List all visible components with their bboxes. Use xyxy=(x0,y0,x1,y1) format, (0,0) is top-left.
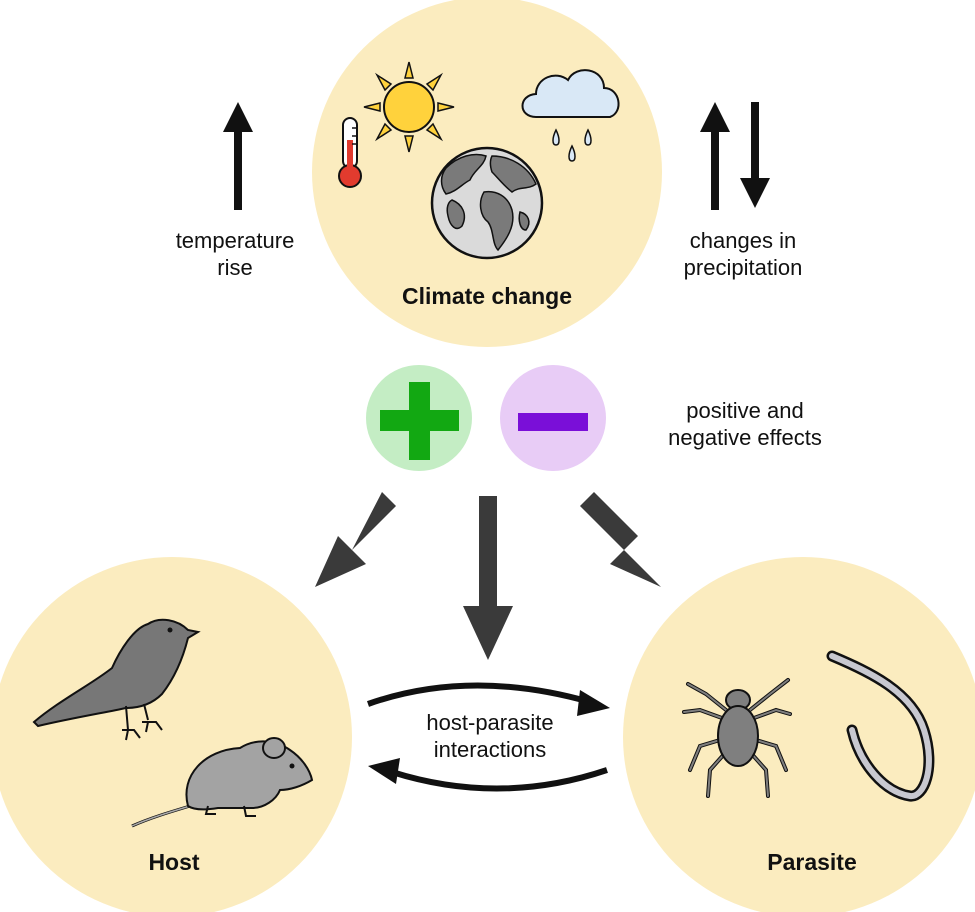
negative-effect-icon xyxy=(500,365,606,471)
effects-label: positive and negative effects xyxy=(640,397,850,451)
rain-cloud-icon xyxy=(521,69,620,162)
temperature-up-arrow-icon xyxy=(223,102,253,210)
precipitation-label: changes in precipitation xyxy=(658,227,828,281)
climate-change-title: Climate change xyxy=(367,283,607,310)
worm-icon xyxy=(826,650,935,802)
precipitation-label-line-1: changes in xyxy=(689,228,797,253)
interactions-label-line-1: host-parasite xyxy=(426,710,554,735)
effects-label-line-2: negative effects xyxy=(668,425,822,450)
arrow-to-interactions-icon xyxy=(463,496,513,660)
temperature-label: temperature rise xyxy=(150,227,320,281)
arrow-to-parasite-icon xyxy=(580,492,661,587)
temperature-label-line-1: temperature xyxy=(175,228,295,253)
host-title-text: Host xyxy=(148,849,200,875)
host-title: Host xyxy=(114,849,234,876)
mouse-icon xyxy=(131,737,314,828)
interactions-label: host-parasite interactions xyxy=(395,709,585,763)
parasite-title: Parasite xyxy=(742,849,882,876)
effects-label-line-1: positive and xyxy=(686,398,804,423)
arrow-to-host-icon xyxy=(315,492,396,587)
precipitation-up-down-arrows-icon xyxy=(700,102,770,210)
interactions-label-line-2: interactions xyxy=(433,737,547,762)
parasite-circle xyxy=(623,557,975,912)
parasite-title-text: Parasite xyxy=(767,849,857,875)
sun-icon xyxy=(363,61,455,153)
tick-icon xyxy=(682,678,792,798)
earth-globe-icon xyxy=(430,146,544,260)
positive-effect-icon xyxy=(366,365,472,471)
precipitation-label-line-2: precipitation xyxy=(683,255,803,280)
thermometer-icon xyxy=(338,117,362,188)
host-circle xyxy=(0,557,352,912)
bird-icon xyxy=(32,618,201,741)
interaction-arrows-icon xyxy=(367,682,610,792)
climate-change-title-text: Climate change xyxy=(402,283,572,309)
temperature-label-line-2: rise xyxy=(217,255,253,280)
